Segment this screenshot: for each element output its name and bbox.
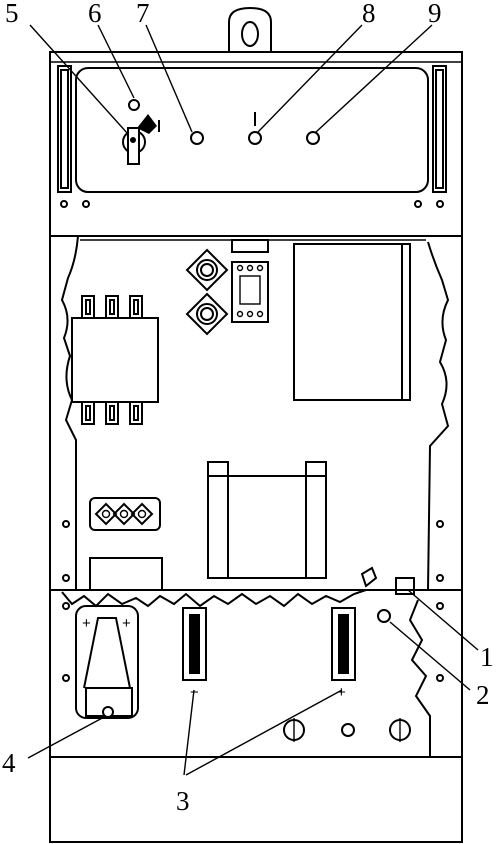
battery-clip: + + <box>75 605 139 719</box>
on-button <box>248 112 262 145</box>
fuse-holder <box>185 292 229 336</box>
terminal-bar-negative: − <box>182 607 207 701</box>
lifting-eye <box>228 6 272 52</box>
mounting-holes <box>283 718 411 742</box>
cable-gland <box>360 566 415 595</box>
earth-point <box>377 609 391 623</box>
callout-9: 9 <box>428 0 442 28</box>
middle-compartment <box>60 235 450 591</box>
indicator-lamp <box>190 131 204 145</box>
callout-4: 4 <box>2 748 16 778</box>
callout-3: 3 <box>176 786 190 816</box>
plus-sign: + <box>122 615 131 632</box>
relay <box>231 239 269 323</box>
protection-unit <box>293 243 411 401</box>
control-panel <box>50 61 462 208</box>
callout-labels: 5 6 7 8 9 1 2 3 4 <box>2 0 494 816</box>
leader-lines <box>27 24 479 776</box>
plus-sign: + <box>337 684 346 701</box>
indicator-lamp <box>128 99 140 111</box>
plus-sign: + <box>82 615 91 632</box>
transformer <box>207 461 327 579</box>
indicator-lamp <box>306 131 320 145</box>
cabinet-frame <box>49 51 463 843</box>
contactor <box>71 295 159 425</box>
terminal-bar-positive: + <box>331 607 356 701</box>
fuse-holder <box>185 248 229 292</box>
terminal-block <box>89 497 161 531</box>
callout-7: 7 <box>136 0 150 28</box>
minus-sign: − <box>190 684 199 701</box>
operating-handle <box>122 114 160 165</box>
callout-2: 2 <box>476 680 490 710</box>
bottom-compartment <box>61 589 444 757</box>
callout-1: 1 <box>480 642 494 672</box>
junction-box <box>89 557 163 591</box>
callout-8: 8 <box>362 0 376 28</box>
callout-5: 5 <box>5 0 19 28</box>
callout-6: 6 <box>88 0 102 28</box>
